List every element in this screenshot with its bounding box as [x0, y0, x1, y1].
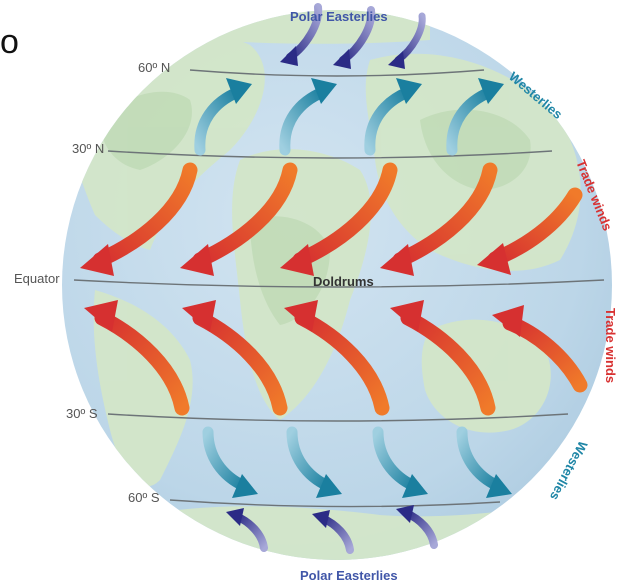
- trade-winds-north-arrows: [80, 162, 583, 276]
- westerly-arrow: [446, 78, 504, 156]
- westerly-arrow: [286, 426, 342, 498]
- westerly-arrow: [372, 426, 428, 498]
- westerlies-north-arrows: [194, 78, 504, 156]
- south-america-landmass: [93, 290, 193, 487]
- polar-easterly-arrow: [388, 12, 426, 69]
- cropped-letter: o: [0, 23, 19, 61]
- latitude-line-30s: [107, 413, 569, 422]
- trade-wind-arrow: [492, 305, 588, 393]
- polar-easterlies-bottom-label: Polar Easterlies: [300, 568, 398, 583]
- trade-wind-arrow: [390, 300, 496, 416]
- westerly-arrow: [194, 78, 252, 156]
- latitude-lines: [73, 69, 605, 508]
- westerly-arrow: [279, 78, 337, 156]
- polar-easterlies-north-arrows: [280, 3, 426, 69]
- latitude-label-60n: 60º N: [138, 60, 170, 75]
- latitude-line-60n: [189, 69, 485, 77]
- latitude-line-60s: [169, 499, 501, 508]
- polar-easterly-arrow: [312, 510, 354, 554]
- trade-wind-arrow: [80, 162, 198, 276]
- latitude-label-30n: 30º N: [72, 141, 104, 156]
- trade-winds-south-label: Trade winds: [603, 308, 618, 383]
- trade-wind-arrow: [280, 162, 398, 276]
- polar-easterlies-top-label: Polar Easterlies: [290, 9, 388, 24]
- polar-easterly-arrow: [280, 3, 323, 66]
- latitude-label-equator: Equator: [14, 271, 60, 286]
- doldrums-label: Doldrums: [313, 274, 374, 289]
- landmass-shading: [100, 91, 531, 325]
- westerlies-south-arrows: [202, 426, 512, 498]
- polar-easterlies-south-arrows: [226, 505, 438, 554]
- latitude-line-30n: [107, 150, 553, 159]
- trade-winds-south-arrows: [84, 300, 588, 416]
- trade-wind-arrow: [182, 300, 288, 416]
- polar-easterly-arrow: [396, 505, 438, 549]
- westerly-arrow: [202, 426, 258, 498]
- trade-wind-arrow: [180, 162, 298, 276]
- latitude-label-60s: 60º S: [128, 490, 160, 505]
- latitude-label-30s: 30º S: [66, 406, 98, 421]
- trade-wind-arrow: [477, 187, 583, 275]
- trade-wind-arrow: [84, 300, 190, 416]
- antarctica-landmass: [80, 500, 580, 560]
- trade-wind-arrow: [284, 300, 390, 416]
- polar-easterly-arrow: [333, 6, 376, 69]
- westerly-arrow: [456, 426, 512, 498]
- trade-wind-arrow: [380, 162, 498, 276]
- westerly-arrow: [364, 78, 422, 156]
- polar-easterly-arrow: [226, 508, 268, 552]
- latitude-line-equator: [73, 279, 605, 288]
